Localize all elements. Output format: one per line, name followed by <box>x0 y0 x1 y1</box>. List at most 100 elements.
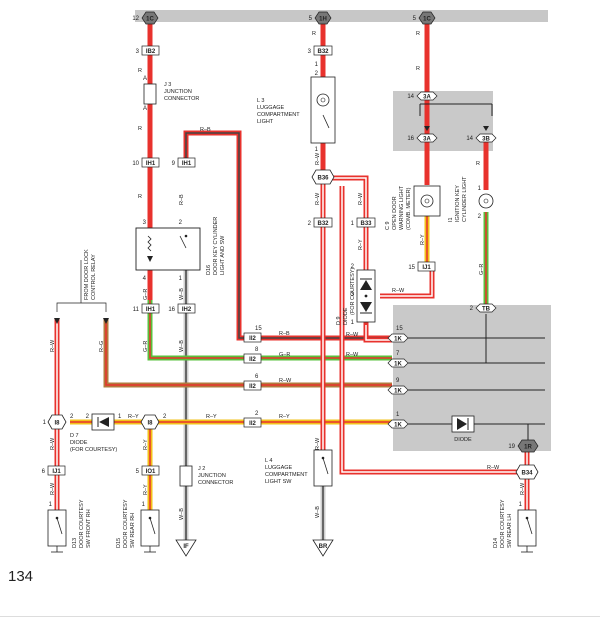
connector-tb: TB 2 <box>470 303 497 313</box>
svg-text:IF: IF <box>183 544 189 550</box>
svg-text:L 3: L 3 <box>257 98 264 104</box>
hex-connector-b36: B36 <box>311 169 335 185</box>
connector-b32-top: B32 3 1 <box>308 45 333 68</box>
connector-1k-15: 1K 15 <box>387 326 409 343</box>
ecu-diode: DIODE <box>451 415 475 443</box>
svg-text:R–B: R–B <box>200 127 211 133</box>
svg-text:CONTROL RELAY: CONTROL RELAY <box>91 254 97 300</box>
svg-text:15: 15 <box>255 326 262 332</box>
svg-text:DIODE: DIODE <box>70 440 88 446</box>
svg-text:R–W: R–W <box>487 465 500 471</box>
connector-ii2-gr: II2 8 <box>243 347 262 364</box>
svg-text:SW REAR RH: SW REAR RH <box>130 513 136 548</box>
svg-text:CONNECTOR: CONNECTOR <box>164 96 199 102</box>
connector-ij1-lower: IJ1 6 <box>42 465 66 476</box>
svg-text:R–Y: R–Y <box>279 414 290 420</box>
connector-3a: 3A 16 <box>407 126 438 143</box>
svg-text:C 9: C 9 <box>385 221 391 230</box>
svg-text:J 2: J 2 <box>198 466 205 472</box>
svg-text:4: 4 <box>143 276 147 282</box>
connector-1k-1: 1K 1 <box>387 412 409 429</box>
svg-text:3B: 3B <box>482 137 490 143</box>
svg-text:II2: II2 <box>249 357 256 363</box>
svg-text:6: 6 <box>255 374 259 380</box>
svg-text:DIODE: DIODE <box>454 437 472 443</box>
svg-text:D13: D13 <box>72 538 78 548</box>
diode-d9: 2 3 1 D 9 DIODE (FOR COURTESY) <box>336 264 376 326</box>
ecu-block-upper <box>393 91 493 151</box>
svg-text:SW REAR LH: SW REAR LH <box>507 514 513 548</box>
svg-text:12: 12 <box>132 16 139 22</box>
svg-text:2: 2 <box>86 414 90 420</box>
svg-text:3: 3 <box>136 49 140 55</box>
svg-text:R–W: R–W <box>520 482 526 495</box>
connector-ih1-left: IH1 10 <box>132 157 160 168</box>
svg-text:R–B: R–B <box>279 331 290 337</box>
connector-b33: B33 1 <box>351 217 376 228</box>
svg-text:1H: 1H <box>319 17 327 23</box>
svg-text:IJ1: IJ1 <box>52 469 61 475</box>
wire-r-b <box>183 130 392 341</box>
svg-text:IH1: IH1 <box>146 161 156 167</box>
svg-text:LUGGAGE: LUGGAGE <box>257 105 285 111</box>
svg-text:I8: I8 <box>54 421 60 427</box>
svg-text:1: 1 <box>179 276 183 282</box>
relay-note: FROM DOOR LOCK CONTROL RELAY <box>54 249 109 324</box>
svg-text:(FOR COURTESY): (FOR COURTESY) <box>70 447 117 453</box>
svg-text:1: 1 <box>142 502 146 508</box>
svg-text:2: 2 <box>470 306 474 312</box>
svg-text:16: 16 <box>407 136 414 142</box>
svg-text:1K: 1K <box>394 337 402 343</box>
svg-text:LUGGAGE: LUGGAGE <box>265 465 293 471</box>
svg-text:DOOR COURTESY: DOOR COURTESY <box>79 499 85 548</box>
hex-connector-1r: 1R 19 <box>508 439 539 453</box>
svg-text:5: 5 <box>136 469 140 475</box>
svg-text:6: 6 <box>42 469 46 475</box>
switch-ground-ticks <box>51 546 533 553</box>
wire-labels: R R R R R R R R–B R–B G–R R–W R–Y R–Y R–… <box>50 31 526 520</box>
svg-text:10: 10 <box>132 161 139 167</box>
connector-ii2-rg: II2 6 <box>243 374 262 391</box>
connector-3b: 3B 14 <box>466 126 497 143</box>
svg-text:W–B: W–B <box>315 506 321 518</box>
svg-text:D 7: D 7 <box>70 433 79 439</box>
svg-text:G–R: G–R <box>143 289 149 300</box>
svg-text:G–R: G–R <box>279 352 290 358</box>
svg-text:IB2: IB2 <box>146 49 156 55</box>
svg-text:DOOR KEY CYLINDER: DOOR KEY CYLINDER <box>213 217 219 275</box>
wire-r-w-d9 <box>323 175 392 343</box>
svg-text:II2: II2 <box>249 421 256 427</box>
connector-1k-7: 1K 7 <box>387 351 409 368</box>
svg-text:1K: 1K <box>394 362 402 368</box>
svg-text:D16: D16 <box>206 265 212 275</box>
svg-text:R: R <box>416 66 420 72</box>
svg-text:2: 2 <box>179 220 183 226</box>
wire-g-r <box>147 300 392 361</box>
svg-text:2: 2 <box>255 411 259 417</box>
svg-text:2: 2 <box>70 414 74 420</box>
connector-ii2-rb: II2 15 <box>243 326 262 343</box>
wire-r-w-right <box>339 186 527 475</box>
ground-br: BR <box>312 539 334 557</box>
connector-ii2-ry: II2 2 <box>243 411 262 428</box>
connector-io1: IO1 5 <box>136 465 160 476</box>
svg-text:2: 2 <box>478 214 482 220</box>
svg-text:TB: TB <box>482 307 491 313</box>
svg-text:G–R: G–R <box>143 341 149 352</box>
svg-text:14: 14 <box>466 136 473 142</box>
svg-text:1: 1 <box>118 414 122 420</box>
svg-text:D 9: D 9 <box>336 316 342 325</box>
svg-text:W–B: W–B <box>179 340 185 352</box>
ignition-key-cylinder-light-i1: 1 2 I1 IGNITION KEY CYLINDER LIGHT <box>448 176 494 222</box>
svg-text:9: 9 <box>172 161 176 167</box>
svg-text:SW FRONT RH: SW FRONT RH <box>86 509 92 548</box>
door-courtesy-sw-rear-rh-d15: 1 D15 DOOR COURTESY SW REAR RH <box>116 499 160 548</box>
hex-connector-1h: 1H 5 <box>309 11 332 25</box>
svg-text:15: 15 <box>396 326 403 332</box>
svg-text:5: 5 <box>413 16 417 22</box>
door-key-cylinder-light-d16: 3 2 4 1 D16 DOOR KEY CYLINDER LIGHT AND … <box>135 217 226 282</box>
hex-connector-b34: B34 <box>515 464 539 480</box>
svg-text:R: R <box>138 194 142 200</box>
svg-text:19: 19 <box>508 444 515 450</box>
svg-text:DOOR COURTESY: DOOR COURTESY <box>123 499 129 548</box>
